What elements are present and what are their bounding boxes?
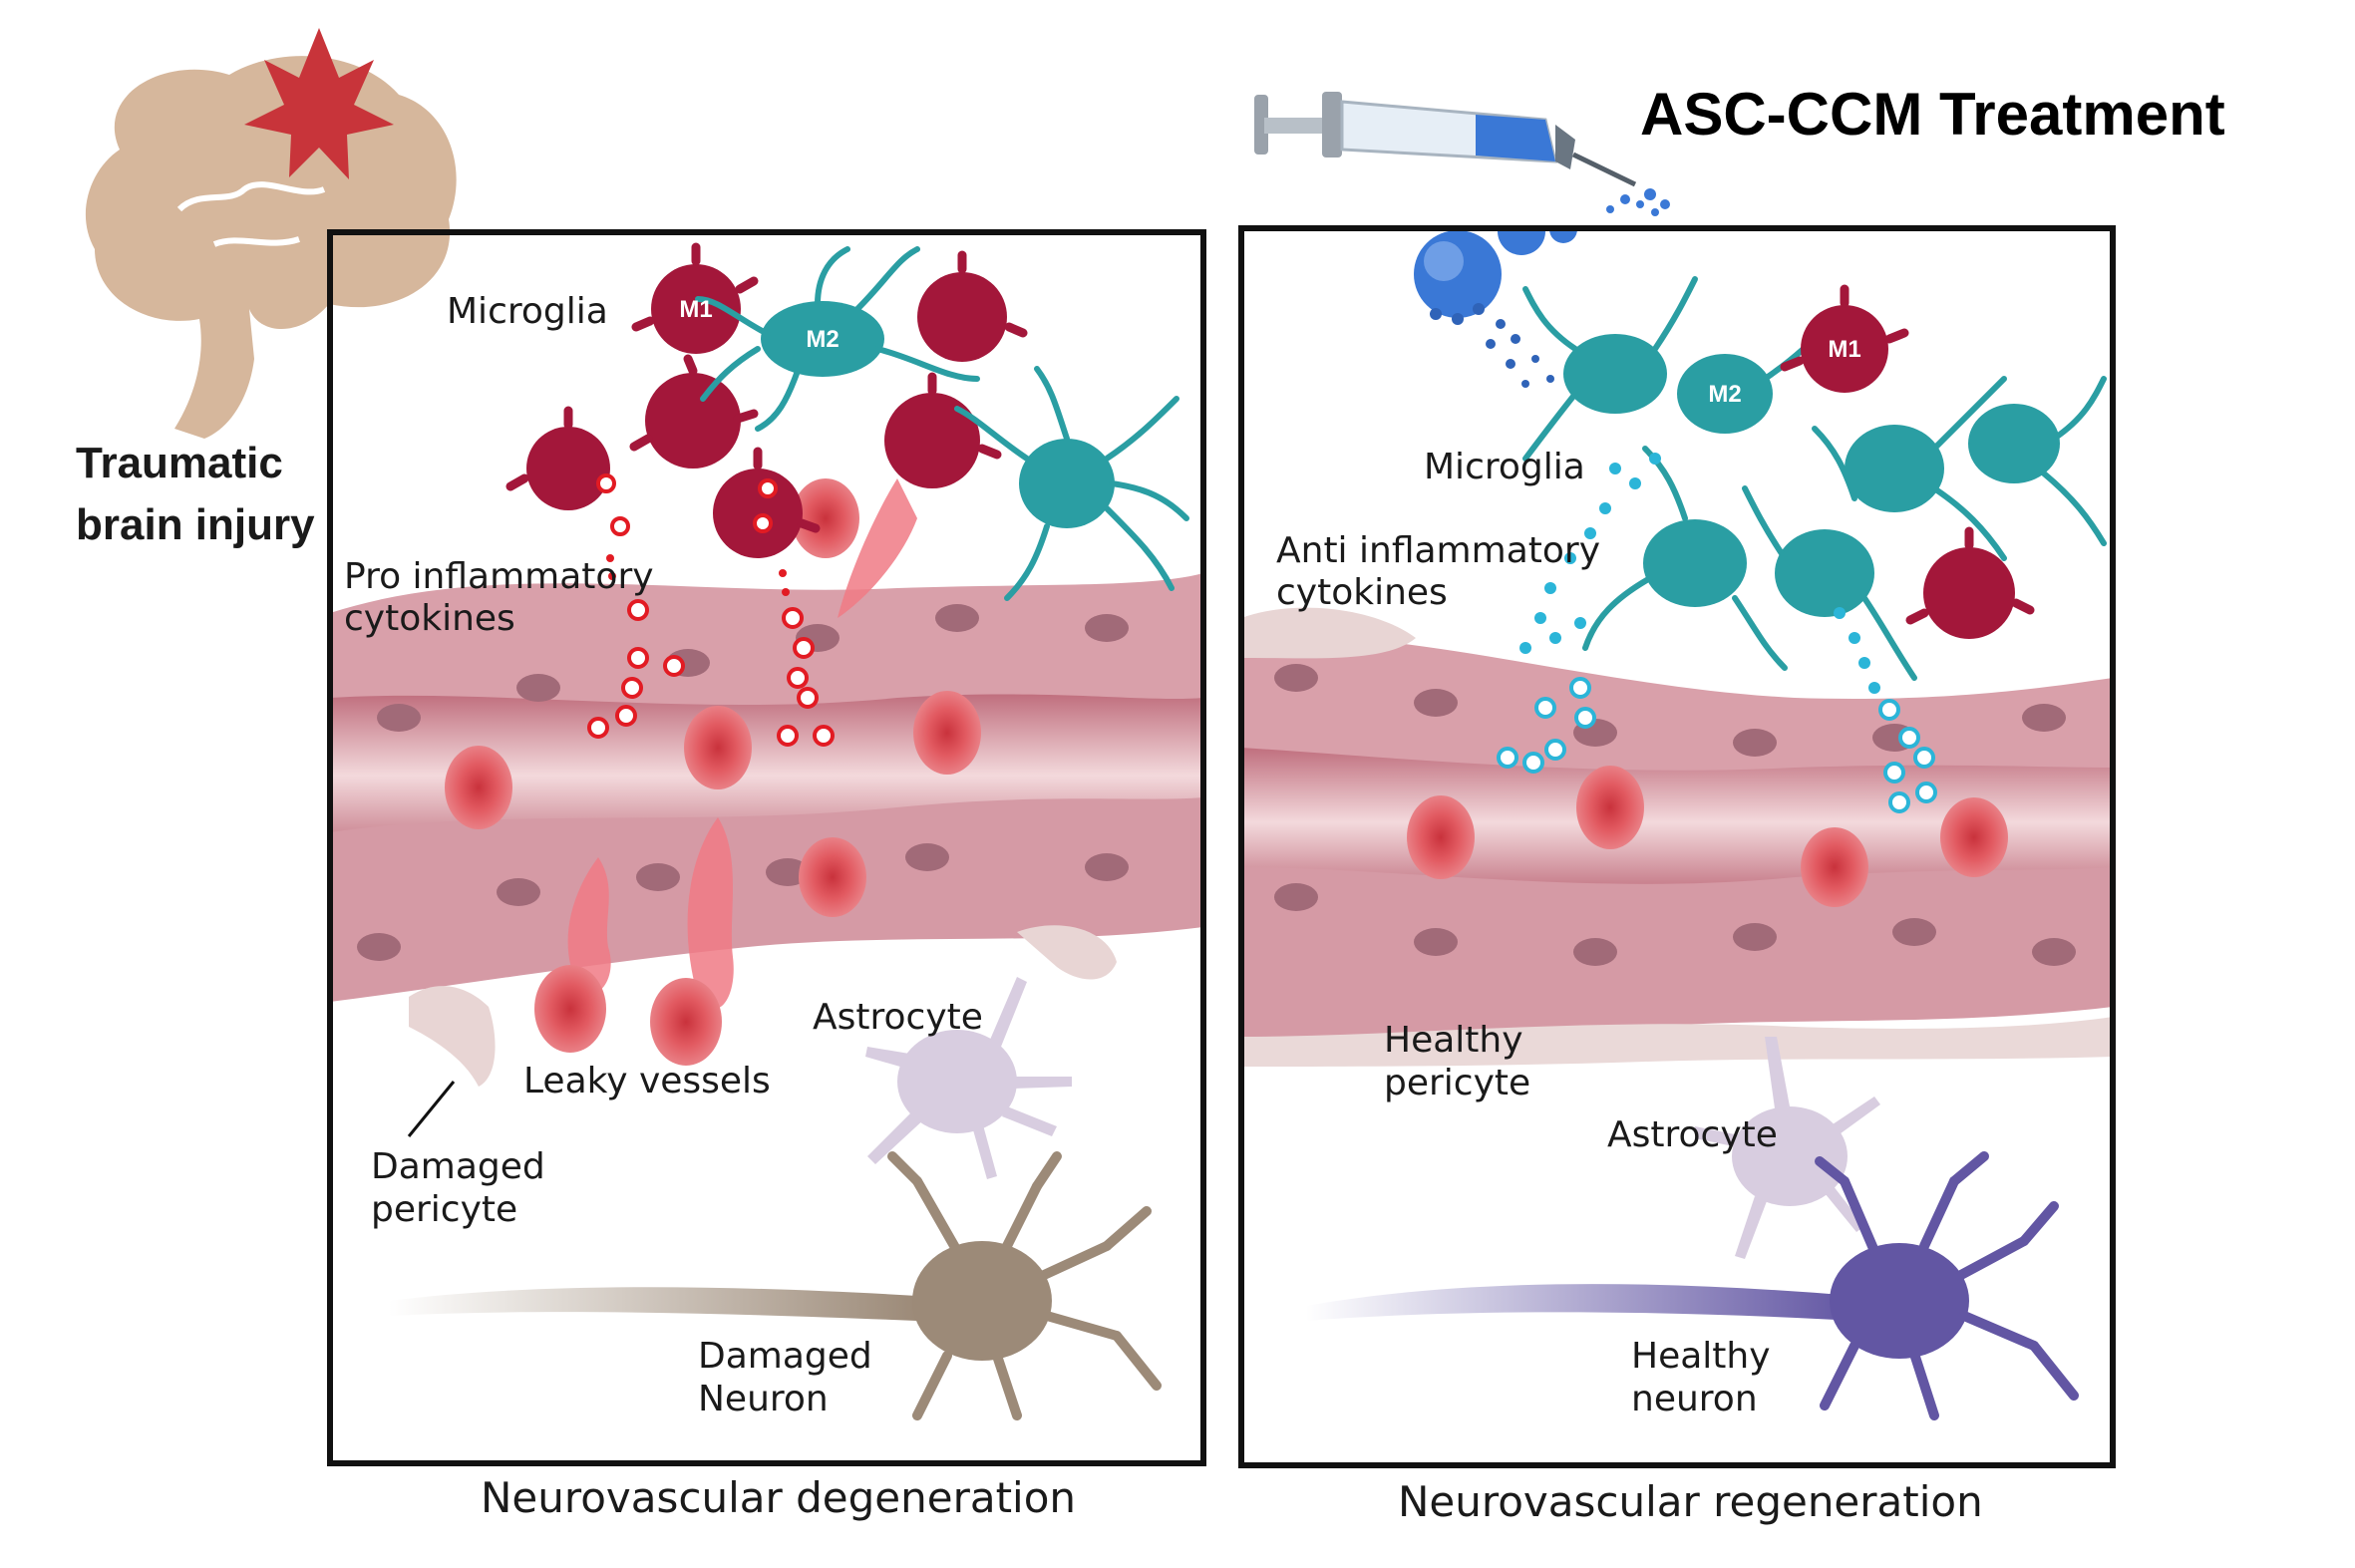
syringe-icon: [1254, 92, 1670, 216]
brain-illustration: [85, 56, 457, 440]
right-panel-caption: Neurovascular regeneration: [1398, 1477, 1983, 1526]
pro-cytokines-label-line1: Pro inflammatory: [344, 556, 654, 597]
healthy-neuron-label-line1: Healthy: [1631, 1336, 1771, 1377]
m2-microglia-cluster-left: [695, 246, 1189, 601]
healthy-neuron-label-line2: neuron: [1631, 1379, 1758, 1419]
astrocyte-label-right: Astrocyte: [1607, 1114, 1778, 1155]
healthy-pericyte-label-line2: pericyte: [1384, 1063, 1531, 1103]
left-panel-art: [330, 242, 1203, 1420]
pro-cytokines-label-line2: cytokines: [344, 598, 515, 639]
left-panel-caption: Neurovascular degeneration: [481, 1473, 1077, 1522]
m1-microglia-cluster-right: [1780, 284, 2035, 639]
anti-cytokines-label-line1: Anti inflammatory: [1276, 530, 1601, 571]
leaky-vessels-label: Leaky vessels: [523, 1061, 771, 1101]
microglia-label-right: Microglia: [1424, 447, 1585, 487]
injury-label-line2: brain injury: [76, 500, 315, 549]
microglia-label-left: Microglia: [447, 291, 608, 332]
damaged-neuron-label-line1: Damaged: [698, 1336, 872, 1377]
injury-star-icon: [244, 28, 394, 179]
m2-label-left: M2: [806, 326, 839, 353]
left-panel-frame: [327, 229, 1206, 1466]
treatment-title: ASC-CCM Treatment: [1640, 81, 2225, 148]
right-panel-frame: [1238, 225, 2116, 1468]
healthy-pericyte-label-line1: Healthy: [1384, 1020, 1523, 1061]
damaged-pericyte-label-line1: Damaged: [371, 1146, 545, 1187]
m1-label-left: M1: [679, 296, 712, 323]
astrocyte-label-left: Astrocyte: [813, 997, 983, 1038]
m2-label-right: M2: [1708, 381, 1741, 408]
right-panel-art: [1241, 228, 2113, 1420]
injury-label-line1: Traumatic: [76, 439, 283, 487]
anti-cytokines-label-line2: cytokines: [1276, 572, 1448, 613]
m1-label-right: M1: [1828, 336, 1860, 363]
damaged-neuron-label-line2: Neuron: [698, 1379, 829, 1419]
pericyte-leader-line: [407, 1081, 456, 1137]
damaged-pericyte-label-line2: pericyte: [371, 1189, 518, 1230]
m1-microglia-cluster-left: [505, 242, 1028, 558]
m2-microglia-cluster-right: [1522, 276, 2107, 681]
